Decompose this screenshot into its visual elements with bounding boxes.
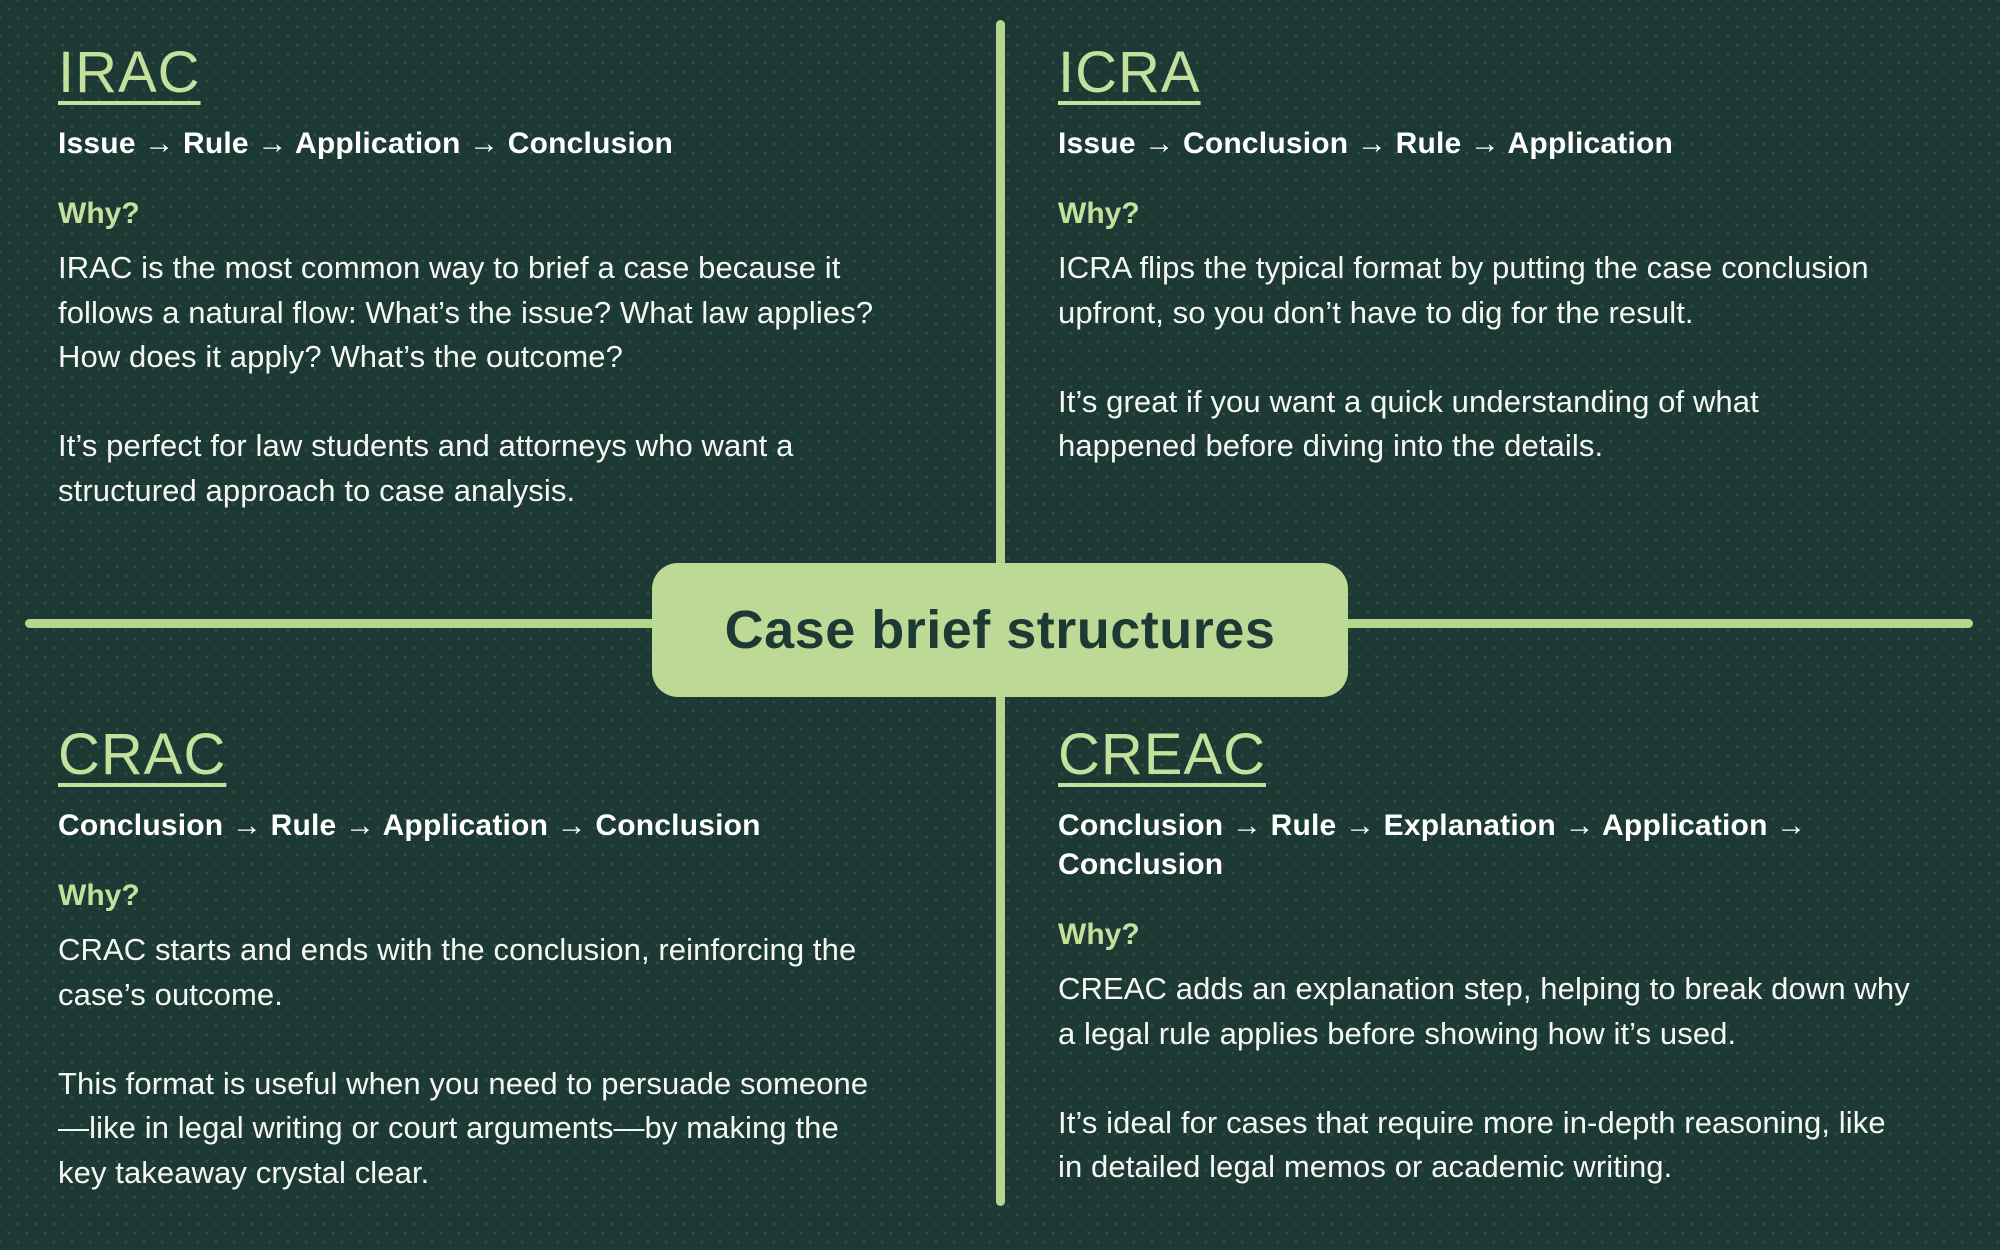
icra-title: ICRA xyxy=(1058,40,1201,105)
creac-why-label: Why? xyxy=(1058,918,1140,951)
creac-flow-sequence: Conclusion → Rule → Explanation → Applic… xyxy=(1058,809,1807,881)
creac-title: CREAC xyxy=(1058,722,1267,787)
quadrant-irac: IRAC Issue → Rule → Application → Conclu… xyxy=(58,44,963,513)
crac-description: CRAC starts and ends with the conclusion… xyxy=(58,932,869,1190)
quadrant-crac: CRAC Conclusion → Rule → Application → C… xyxy=(58,726,963,1195)
page-title: Case brief structures xyxy=(724,600,1276,660)
irac-why-label: Why? xyxy=(58,197,140,230)
crac-title: CRAC xyxy=(58,722,227,787)
crac-why-label: Why? xyxy=(58,879,140,912)
icra-description: ICRA flips the typical format by putting… xyxy=(1058,250,1869,463)
crac-flow-sequence: Conclusion → Rule → Application → Conclu… xyxy=(58,809,761,842)
icra-flow-sequence: Issue → Conclusion → Rule → Application xyxy=(1058,127,1674,160)
irac-flow-sequence: Issue → Rule → Application → Conclusion xyxy=(58,127,674,160)
quadrant-creac: CREAC Conclusion → Rule → Explanation → … xyxy=(1058,726,1963,1190)
irac-description: IRAC is the most common way to brief a c… xyxy=(58,250,874,508)
quadrant-icra: ICRA Issue → Conclusion → Rule → Applica… xyxy=(1058,44,1963,469)
center-title-badge: Case brief structures xyxy=(652,563,1348,697)
creac-description: CREAC adds an explanation step, helping … xyxy=(1058,971,1910,1184)
irac-title: IRAC xyxy=(58,40,201,105)
icra-why-label: Why? xyxy=(1058,197,1140,230)
